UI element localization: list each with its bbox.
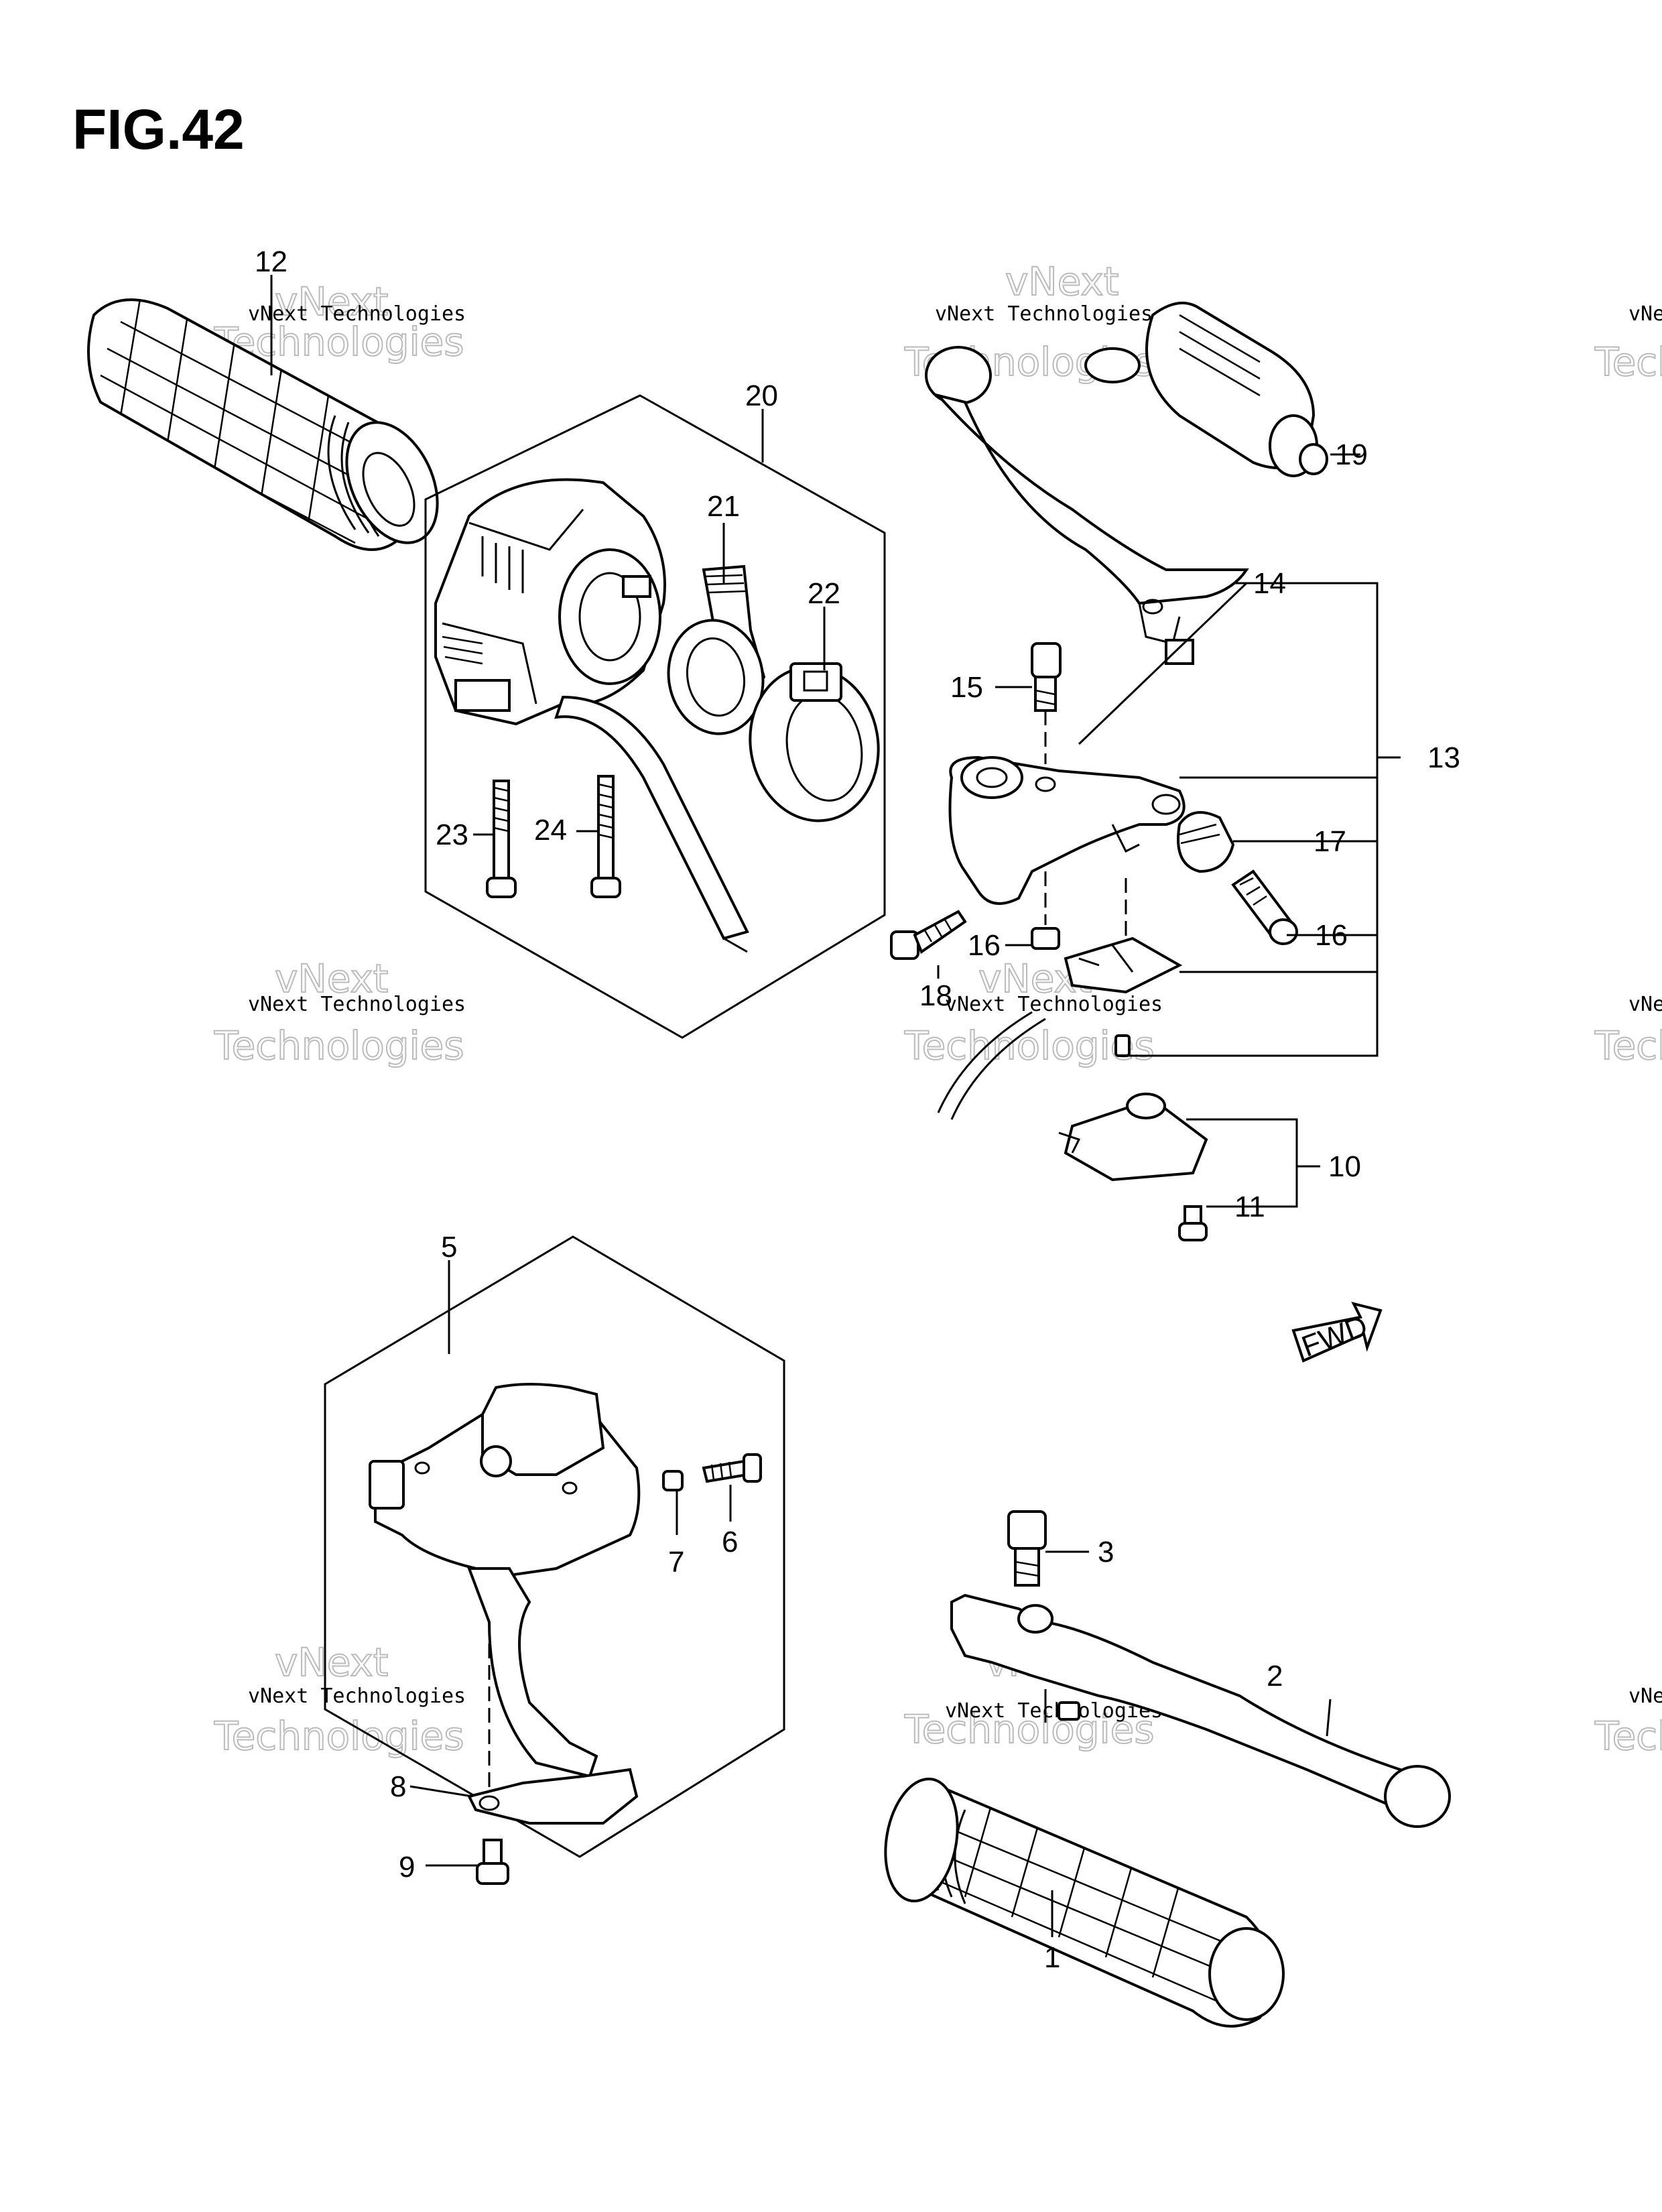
- figure-title: FIG.42: [72, 98, 245, 161]
- nut-part-16: [1031, 871, 1060, 950]
- fwd-label: FWD: [1297, 1310, 1372, 1363]
- switch-with-wire: [937, 878, 1183, 1120]
- callout-23: 22: [808, 577, 840, 610]
- bracket-part-13: [948, 755, 1186, 905]
- svg-text:Technologies: Technologies: [1594, 1023, 1662, 1068]
- svg-text:Technologies: Technologies: [1594, 1713, 1662, 1759]
- screw-part-24: [486, 780, 517, 898]
- watermark-top-left: vNext Technologies vNext Technologies: [213, 278, 466, 365]
- callout-8: 8: [390, 1770, 406, 1803]
- callout-14: 14: [1253, 567, 1286, 600]
- callout-11: 11: [1234, 1190, 1265, 1223]
- callout-3: 3: [1098, 1536, 1114, 1569]
- svg-text:vNext Technologies: vNext Technologies: [935, 302, 1153, 326]
- svg-text:vNext Technologies: vNext Technologies: [1628, 302, 1662, 326]
- callout-6: 6: [722, 1526, 738, 1558]
- switch-housing-part-21: [434, 478, 749, 953]
- callout-25: 24: [534, 814, 567, 847]
- svg-text:Technologies: Technologies: [1594, 339, 1662, 385]
- bolt-part-15: [1031, 642, 1062, 764]
- fwd-arrow-icon: FWD: [1291, 1302, 1383, 1363]
- callout-19: 18: [919, 979, 952, 1012]
- callout-7: 7: [668, 1546, 684, 1579]
- screw-part-11: [1178, 1205, 1208, 1241]
- svg-text:vNext Technologies: vNext Technologies: [1628, 1684, 1662, 1708]
- watermark-bottom-left: vNext Technologies vNext Technologies: [213, 1639, 466, 1760]
- grip-left-part-12: [87, 298, 439, 551]
- screw-part-9: [476, 1839, 509, 1885]
- bolt-part-17: [1231, 869, 1298, 945]
- callout-17: 16: [1315, 919, 1348, 952]
- lever-part-2: [950, 1593, 1451, 1828]
- callout-24: 23: [436, 818, 468, 851]
- svg-text:vNext Technologies: vNext Technologies: [1628, 993, 1662, 1016]
- bracket-part-8: [467, 1622, 639, 1825]
- callout-2: 2: [1267, 1660, 1283, 1693]
- svg-text:vNext Technologies: vNext Technologies: [945, 993, 1163, 1016]
- bolt-part-3: [1007, 1510, 1047, 1587]
- svg-text:vNext: vNext: [275, 956, 388, 1001]
- callout-22: 21: [707, 490, 740, 523]
- svg-text:vNext: vNext: [275, 279, 388, 324]
- callout-15: 15: [950, 671, 983, 704]
- callout-13: 13: [1427, 741, 1460, 774]
- svg-text:Technologies: Technologies: [904, 1707, 1155, 1752]
- callout-12: 12: [255, 245, 287, 278]
- adjuster-part-20: [1084, 302, 1328, 477]
- callout-1: 1: [1044, 1941, 1060, 1974]
- switch-assembly-box-21: [424, 394, 886, 1039]
- screw-part-6: [702, 1453, 762, 1483]
- svg-text:vNext: vNext: [275, 1640, 388, 1685]
- svg-text:vNext Technologies: vNext Technologies: [248, 993, 466, 1016]
- callout-labels: 12 20 21 22 23 24 19 14 15 13 17 16 16 1…: [255, 245, 1460, 1974]
- throttle-lever-part-22: [667, 564, 766, 735]
- leader-lines: [270, 275, 1401, 1937]
- callout-21: 20: [745, 379, 778, 412]
- svg-text:Technologies: Technologies: [214, 1023, 464, 1068]
- switch-part-10: [1058, 1093, 1208, 1182]
- callout-18: 17: [1314, 825, 1346, 858]
- svg-text:vNext Technologies: vNext Technologies: [248, 302, 466, 326]
- svg-text:Technologies: Technologies: [214, 1713, 464, 1759]
- screw-part-25: [590, 775, 621, 898]
- callout-20: 19: [1335, 438, 1368, 471]
- throttle-assembly-box-5: [324, 1235, 785, 1858]
- lever-part-14: [925, 346, 1249, 665]
- bolt-part-19: [890, 910, 967, 960]
- watermark-right-edge: vNext Technologies Technologies vNext Te…: [1594, 302, 1662, 1760]
- svg-text:vNext: vNext: [1005, 259, 1118, 304]
- grip-right-part-1: [884, 1777, 1285, 2028]
- nut-part-7: [662, 1470, 684, 1491]
- callout-9: 9: [399, 1851, 415, 1884]
- cover-ring-part-23: [749, 662, 880, 822]
- cover-part-18: [1177, 811, 1235, 873]
- svg-text:vNext Technologies: vNext Technologies: [248, 1684, 466, 1708]
- callout-16: 16: [968, 929, 1001, 962]
- callout-10: 10: [1328, 1150, 1361, 1183]
- watermark-mid-left: vNext Technologies vNext Technologies: [213, 955, 466, 1069]
- callout-5: 5: [441, 1231, 457, 1264]
